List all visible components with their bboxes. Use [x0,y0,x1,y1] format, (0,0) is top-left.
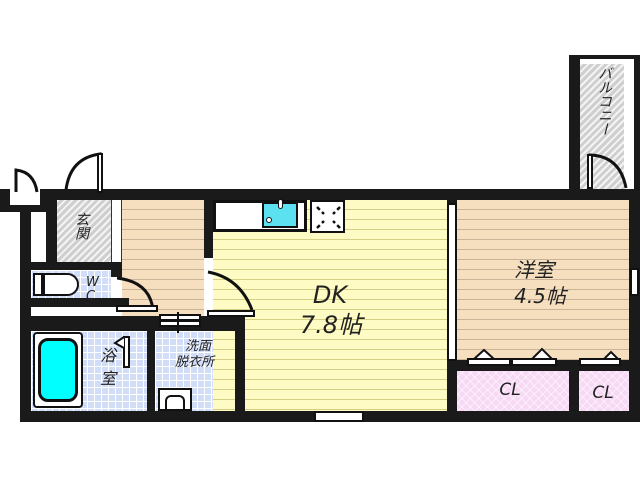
wall-bath-wash [147,331,155,411]
wall-wash-dk [235,316,245,411]
bath-label-2: 室 [100,369,117,388]
hallway-floor [122,200,204,316]
wall-hall-dk [204,200,213,258]
wall-entrance-bottom [31,262,122,270]
wall-wc-right [111,262,122,277]
dk-label-1: DK [312,281,348,309]
window-right [630,268,639,296]
toilet-tank [33,273,43,296]
entrance-door-icon [64,152,103,193]
western-room-label-1: 洋室 [514,258,554,282]
toilet-bowl [43,273,79,296]
gas-stove [310,200,345,233]
porch-door-icon [14,168,39,193]
bath-label-1: 浴 [100,346,117,365]
window-bottom [314,411,364,422]
balcony-door-icon [587,153,628,189]
wall-left-inner [46,212,57,262]
closet-large-floor [457,371,569,411]
wall-balcony-left [569,55,580,195]
western-room-floor [457,200,629,360]
wall-top [0,189,640,200]
wall-balcony-right [634,55,640,195]
western-room-label-2: 4.5帖 [514,284,566,308]
wall-left [20,212,31,422]
faucet-icon [278,199,283,209]
closet-door-icons [467,347,621,366]
wall-right [629,189,640,422]
washroom-label-2: 脱衣所 [175,355,215,370]
porch-gap [10,189,40,205]
toilet [33,273,81,296]
dk-label-2: 7.8帖 [299,311,363,339]
bath-door-icon [113,336,130,368]
closet-small-floor [579,371,629,411]
balcony-label: バルコニー [596,66,613,136]
wash-basin-bowl [165,395,185,409]
closet-small-label: CL [592,383,614,403]
wc-label-c: C [86,289,96,304]
wall-closet-divider [569,360,579,411]
entrance-floor [57,200,111,262]
washroom-sliding-door-icon [159,312,201,333]
balcony-floor [580,60,628,190]
sliding-panel-dk [447,203,457,361]
balcony-rail [576,55,640,59]
dk-door-icon [207,270,255,317]
shoe-cabinet [111,200,122,262]
drain-icon [266,217,272,223]
bathtub [33,332,83,408]
washroom-label-1: 洗面 [185,339,212,354]
wc-label-w: W [86,275,99,290]
wall-wc-bottom [31,298,129,307]
closet-large-label: CL [499,380,521,400]
wash-basin [158,388,192,411]
entrance-label: 玄関 [73,212,90,240]
bathtub-basin [38,338,78,402]
dk-floor [213,200,447,411]
wc-door-icon [116,276,158,312]
